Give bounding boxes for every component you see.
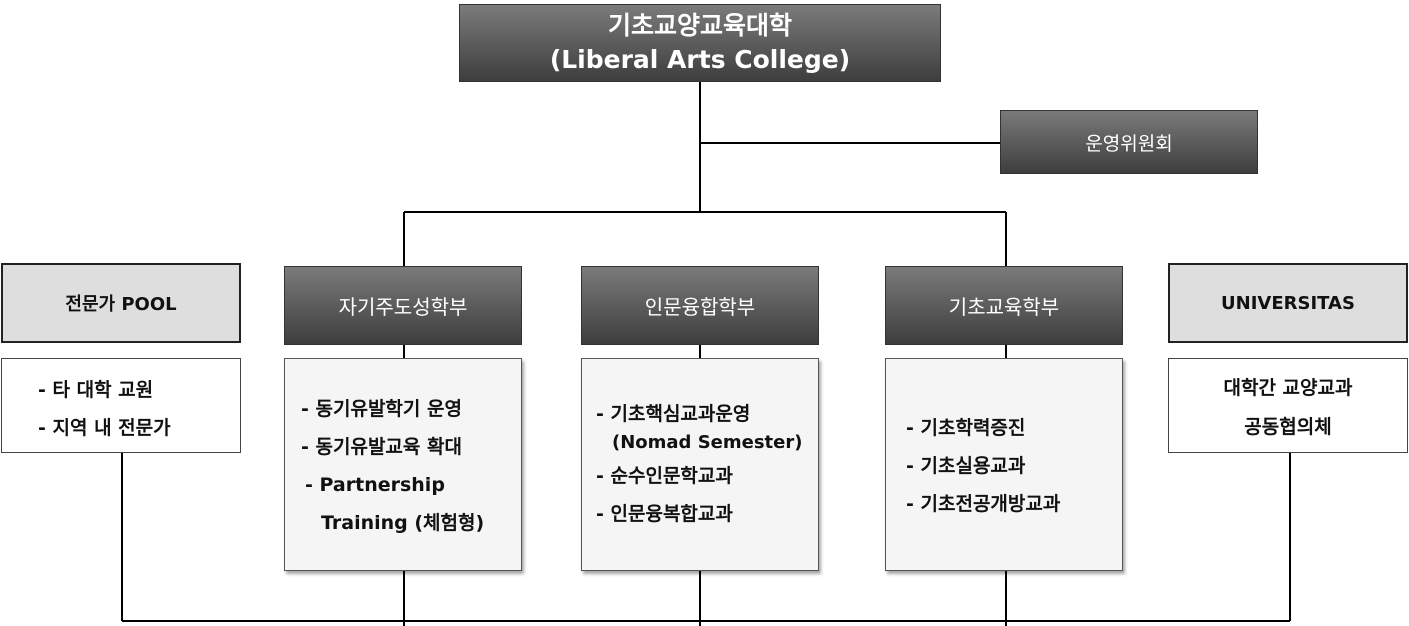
dept-basic-education-header: 기초교육학부 bbox=[885, 266, 1123, 345]
list-item: - 인문융복합교과 bbox=[596, 503, 733, 525]
college-title-en: (Liberal Arts College) bbox=[549, 45, 851, 74]
list-item: Training (체험형) bbox=[321, 512, 485, 534]
list-item: (Nomad Semester) bbox=[612, 432, 803, 453]
list-item: - 동기유발학기 운영 bbox=[301, 398, 462, 420]
list-item: - 기초전공개방교과 bbox=[906, 493, 1061, 515]
committee-box: 운영위원회 bbox=[1000, 110, 1258, 174]
list-item: - 지역 내 전문가 bbox=[38, 417, 171, 439]
college-title-box: 기초교양교육대학 (Liberal Arts College) bbox=[459, 4, 941, 82]
expert-pool-header: 전문가 POOL bbox=[1, 263, 241, 343]
dept-self-directed-panel: - 동기유발학기 운영 - 동기유발교육 확대 - Partnership Tr… bbox=[284, 358, 522, 571]
dept-self-directed-header: 자기주도성학부 bbox=[284, 266, 522, 345]
college-title-ko: 기초교양교육대학 bbox=[607, 11, 792, 40]
expert-pool-title: 전문가 POOL bbox=[65, 294, 177, 315]
dept-title: 자기주도성학부 bbox=[338, 295, 468, 319]
expert-pool-list: - 타 대학 교원 - 지역 내 전문가 bbox=[38, 371, 240, 447]
universitas-panel: 대학간 교양교과 공동협의체 bbox=[1168, 358, 1408, 453]
universitas-line: 공동협의체 bbox=[1244, 416, 1332, 438]
dept-title: 인문융합학부 bbox=[644, 295, 756, 319]
list-item: - 기초실용교과 bbox=[906, 455, 1026, 477]
dept-humanities-panel: - 기초핵심교과운영 (Nomad Semester) - 순수인문학교과 - … bbox=[581, 358, 819, 571]
list-item: - 동기유발교육 확대 bbox=[301, 436, 462, 458]
dept-basic-education-panel: - 기초학력증진 - 기초실용교과 - 기초전공개방교과 bbox=[885, 358, 1123, 571]
universitas-header: UNIVERSITAS bbox=[1168, 263, 1408, 343]
dept-humanities-header: 인문융합학부 bbox=[581, 266, 819, 345]
list-item: - 타 대학 교원 bbox=[38, 379, 154, 401]
committee-label: 운영위원회 bbox=[1085, 132, 1173, 155]
list-item: - 기초핵심교과운영 bbox=[596, 403, 751, 425]
list-item: - Partnership bbox=[305, 474, 445, 496]
dept-title: 기초교육학부 bbox=[948, 295, 1060, 319]
dept-list: - 기초핵심교과운영 (Nomad Semester) - 순수인문학교과 - … bbox=[596, 399, 818, 533]
list-item: - 순수인문학교과 bbox=[596, 465, 733, 487]
dept-list: - 기초학력증진 - 기초실용교과 - 기초전공개방교과 bbox=[906, 409, 1122, 523]
universitas-title: UNIVERSITAS bbox=[1221, 292, 1355, 314]
universitas-line: 대학간 교양교과 bbox=[1223, 377, 1353, 399]
dept-list: - 동기유발학기 운영 - 동기유발교육 확대 - Partnership Tr… bbox=[301, 390, 521, 542]
expert-pool-panel: - 타 대학 교원 - 지역 내 전문가 bbox=[1, 358, 241, 453]
list-item: - 기초학력증진 bbox=[906, 417, 1026, 439]
